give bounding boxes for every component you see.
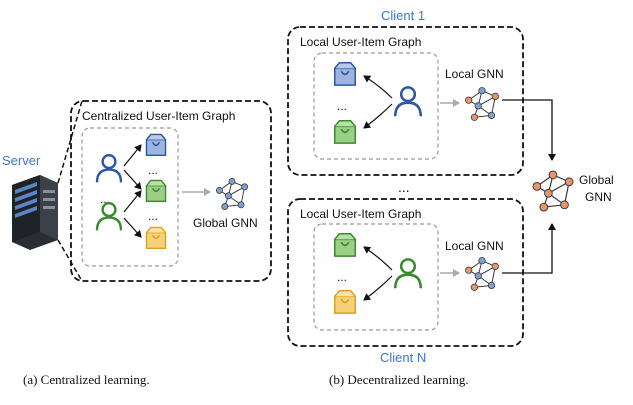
- upload-arrow-client-1: [502, 99, 556, 161]
- user-green-icon: [95, 201, 123, 232]
- client-1-local-gnn-label: Local GNN: [445, 67, 504, 81]
- user-blue-icon: [95, 153, 123, 184]
- client-n-bag-green-icon: [333, 232, 357, 257]
- decentralized-panel: Client 1 Local User-Item Graph ... Local…: [287, 8, 614, 387]
- client-1-ellipsis: ...: [337, 99, 347, 113]
- client-n-ellipsis: ...: [337, 270, 347, 284]
- client-1-user-icon: [393, 86, 423, 118]
- upload-arrow-client-n: [502, 223, 556, 274]
- global-gnn-label-line2: GNN: [585, 190, 612, 204]
- items-ellipsis-bottom: ...: [148, 209, 158, 223]
- client-n-user-icon: [393, 258, 423, 290]
- users-ellipsis: ...: [100, 192, 110, 206]
- client-n-graph-title: Local User-Item Graph: [300, 207, 421, 221]
- client-1-local-gnn-icon: [464, 86, 500, 122]
- client-1-graph-title: Local User-Item Graph: [300, 35, 421, 49]
- client-1-label: Client 1: [381, 8, 425, 23]
- client-1-box: [287, 26, 524, 176]
- client-1-inner-box: [313, 52, 439, 160]
- global-gnn-icon-central: [215, 177, 249, 211]
- items-ellipsis-top: ...: [148, 163, 158, 177]
- bag-green-icon: [145, 179, 167, 203]
- client-n-local-gnn-icon: [464, 256, 500, 292]
- centralized-panel: Server Centralized User-Item Graph: [2, 100, 272, 387]
- caption-decentralized: (b) Decentralized learning.: [329, 372, 469, 387]
- client-n-local-gnn-label: Local GNN: [445, 239, 504, 253]
- client-n-inner-box: [313, 223, 439, 331]
- client-n-bag-yellow-icon: [333, 289, 357, 314]
- global-gnn-label-line1: Global: [579, 173, 614, 187]
- centralized-graph-title: Centralized User-Item Graph: [82, 109, 235, 123]
- global-gnn-icon: [532, 170, 574, 212]
- client-n-label: Client N: [380, 350, 426, 365]
- zoom-line-top: [57, 100, 83, 184]
- client-1-bag-blue-icon: [333, 61, 357, 86]
- bag-yellow-icon: [145, 226, 167, 250]
- centralized-graph-box: [70, 100, 272, 282]
- clients-ellipsis: ...: [398, 179, 410, 195]
- caption-centralized: (a) Centralized learning.: [23, 372, 150, 387]
- server-icon: [12, 175, 58, 250]
- centralized-inner-box: [81, 127, 179, 267]
- server-label: Server: [2, 153, 41, 168]
- global-gnn-label-central: Global GNN: [193, 216, 258, 230]
- bag-blue-icon: [145, 133, 167, 157]
- client-1-bag-green-icon: [333, 119, 357, 144]
- zoom-line-bottom: [57, 239, 83, 282]
